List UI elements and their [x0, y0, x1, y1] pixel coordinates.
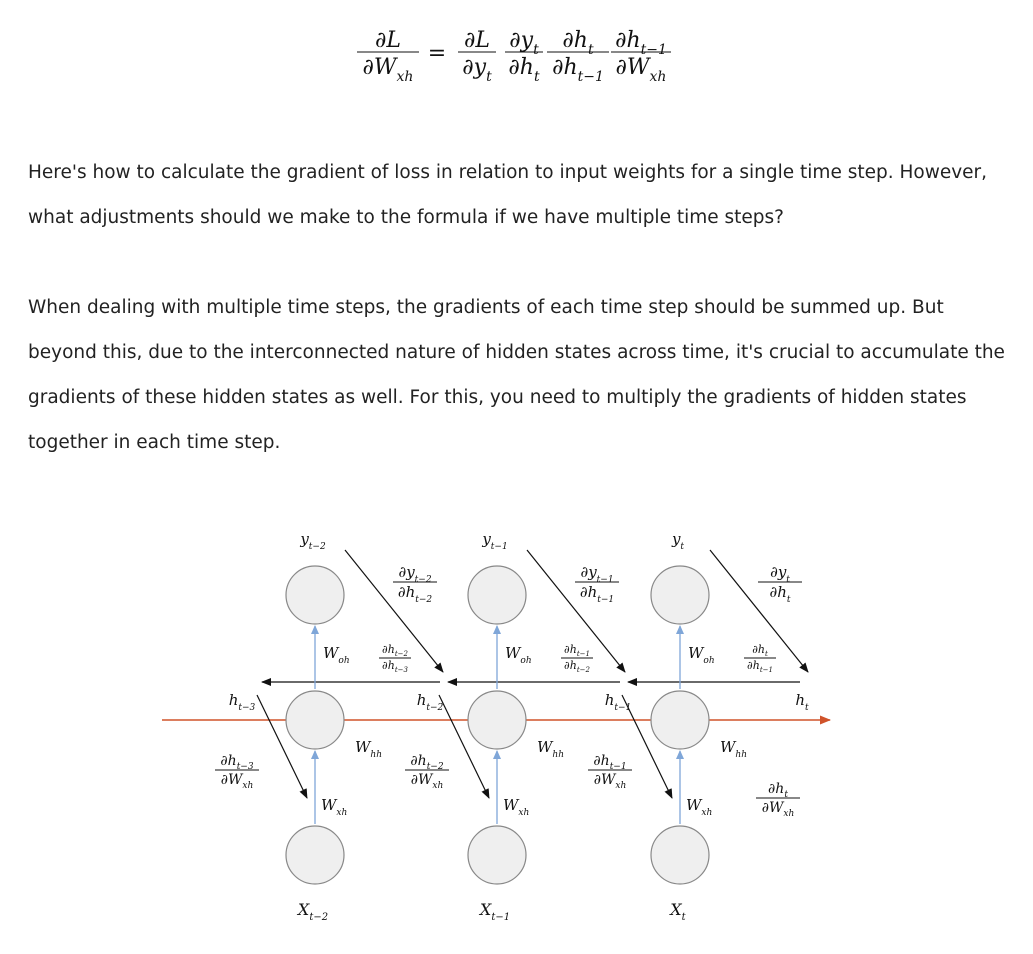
output-gradient-arrow — [709, 549, 809, 673]
input-node — [285, 825, 345, 885]
input-label: Xt — [668, 900, 686, 923]
w-oh-label: Woh — [323, 644, 350, 666]
paragraph-multiple-steps: When dealing with multiple time steps, t… — [28, 297, 1005, 453]
rhs-fraction-2-denominator: ∂ht — [508, 55, 540, 85]
rnn-bptt-diagram: yt−2Xt−2∂yt−2∂ht−2Woh∂ht−2∂ht−3WhhWxh∂ht… — [162, 530, 831, 923]
dh-dw-fraction-denominator: ∂Wxh — [594, 772, 627, 791]
dh-dw-fraction-numerator: ∂ht−3 — [220, 753, 253, 772]
output-node — [650, 565, 710, 625]
dh-dh-fraction-numerator: ∂ht−1 — [564, 643, 590, 658]
dy-dh-fraction-numerator: ∂yt — [770, 563, 790, 585]
input-label: Xt−2 — [296, 900, 328, 923]
dh-dw-fraction: ∂ht−3∂Wxh — [215, 753, 259, 791]
hidden-node — [650, 690, 710, 750]
output-label: yt−1 — [481, 530, 507, 552]
input-weight-gradient-arrow — [256, 694, 308, 799]
w-xh-label: Wxh — [321, 796, 347, 818]
dy-dh-fraction-numerator: ∂yt−2 — [398, 563, 431, 585]
dh-dh-fraction-denominator: ∂ht−3 — [382, 659, 408, 674]
rhs-fraction-3: ∂ht∂ht−1 — [547, 28, 609, 85]
input-weight-gradient-arrow — [621, 694, 673, 799]
equals-sign: = — [428, 41, 446, 66]
dh-dw-fraction-numerator: ∂ht−1 — [593, 753, 626, 772]
w-xh-label: Wxh — [686, 796, 712, 818]
paragraph-single-step: Here's how to calculate the gradient of … — [28, 162, 988, 228]
dy-dh-fraction-denominator: ∂ht−2 — [398, 583, 433, 605]
w-xh-label: Wxh — [503, 796, 529, 818]
output-label: yt — [671, 530, 684, 552]
output-gradient-arrow — [526, 549, 626, 673]
rhs-fraction-1-denominator: ∂yt — [462, 55, 492, 85]
dh-dh-fraction: ∂ht−1∂ht−2 — [561, 643, 593, 674]
rhs-fraction-4-numerator: ∂ht−1 — [615, 28, 667, 58]
lhs-fraction-numerator: ∂L — [375, 28, 401, 53]
dh-dh-fraction-denominator: ∂ht−1 — [747, 659, 773, 674]
input-weight-gradient-arrow — [438, 694, 490, 799]
dh-dw-fraction-denominator: ∂Wxh — [411, 772, 444, 791]
lhs-fraction: ∂L∂Wxh — [357, 28, 419, 85]
output-node — [285, 565, 345, 625]
rhs-fraction-1: ∂L∂yt — [458, 28, 496, 85]
last-dh-dw-fraction-denominator: ∂Wxh — [762, 800, 795, 819]
rhs-fraction-3-denominator: ∂ht−1 — [552, 55, 604, 85]
dy-dh-fraction-denominator: ∂ht — [769, 583, 790, 605]
last-dh-dw-fraction: ∂ht∂Wxh — [756, 781, 800, 819]
dh-dw-fraction: ∂ht−1∂Wxh — [588, 753, 632, 791]
w-oh-label: Woh — [688, 644, 715, 666]
w-hh-label: Whh — [537, 738, 564, 760]
dy-dh-fraction: ∂yt−2∂ht−2 — [393, 563, 437, 605]
hidden-state-label: ht−1 — [605, 691, 632, 713]
dh-dh-fraction-numerator: ∂ht — [752, 643, 768, 658]
w-hh-label: Whh — [720, 738, 747, 760]
rhs-fraction-2: ∂yt∂ht — [505, 28, 543, 85]
hidden-state-label: ht−3 — [229, 691, 256, 713]
last-dh-dw-fraction-numerator: ∂ht — [768, 781, 788, 800]
dh-dh-fraction-numerator: ∂ht−2 — [382, 643, 408, 658]
hidden-node — [467, 690, 527, 750]
output-node — [467, 565, 527, 625]
rhs-fraction-2-numerator: ∂yt — [509, 28, 539, 58]
dh-dw-fraction-denominator: ∂Wxh — [221, 772, 254, 791]
rhs-fraction-4-denominator: ∂Wxh — [616, 55, 667, 85]
dy-dh-fraction-numerator: ∂yt−1 — [580, 563, 613, 585]
lhs-fraction-denominator: ∂Wxh — [363, 55, 414, 85]
dy-dh-fraction-denominator: ∂ht−1 — [580, 583, 614, 605]
rhs-fraction-1-numerator: ∂L — [464, 28, 490, 53]
output-gradient-arrow — [344, 549, 444, 673]
dh-dw-fraction-numerator: ∂ht−2 — [410, 753, 443, 772]
w-oh-label: Woh — [505, 644, 532, 666]
dy-dh-fraction: ∂yt−1∂ht−1 — [575, 563, 619, 605]
dh-dw-fraction: ∂ht−2∂Wxh — [405, 753, 449, 791]
input-node — [467, 825, 527, 885]
dh-dh-fraction: ∂ht∂ht−1 — [744, 643, 776, 674]
input-label: Xt−1 — [478, 900, 510, 923]
hidden-state-label: ht−2 — [417, 691, 444, 713]
hidden-state-label: ht — [795, 691, 809, 713]
rhs-fraction-4: ∂ht−1∂Wxh — [611, 28, 671, 85]
dy-dh-fraction: ∂yt∂ht — [758, 563, 802, 605]
w-hh-label: Whh — [355, 738, 382, 760]
hidden-node — [285, 690, 345, 750]
rhs-fraction-3-numerator: ∂ht — [562, 28, 594, 58]
dh-dh-fraction-denominator: ∂ht−2 — [564, 659, 590, 674]
dh-dh-fraction: ∂ht−2∂ht−3 — [379, 643, 411, 674]
gradient-formula: ∂L∂Wxh=∂L∂yt∂yt∂ht∂ht∂ht−1∂ht−1∂Wxh — [357, 28, 671, 85]
output-label: yt−2 — [299, 530, 326, 552]
input-node — [650, 825, 710, 885]
